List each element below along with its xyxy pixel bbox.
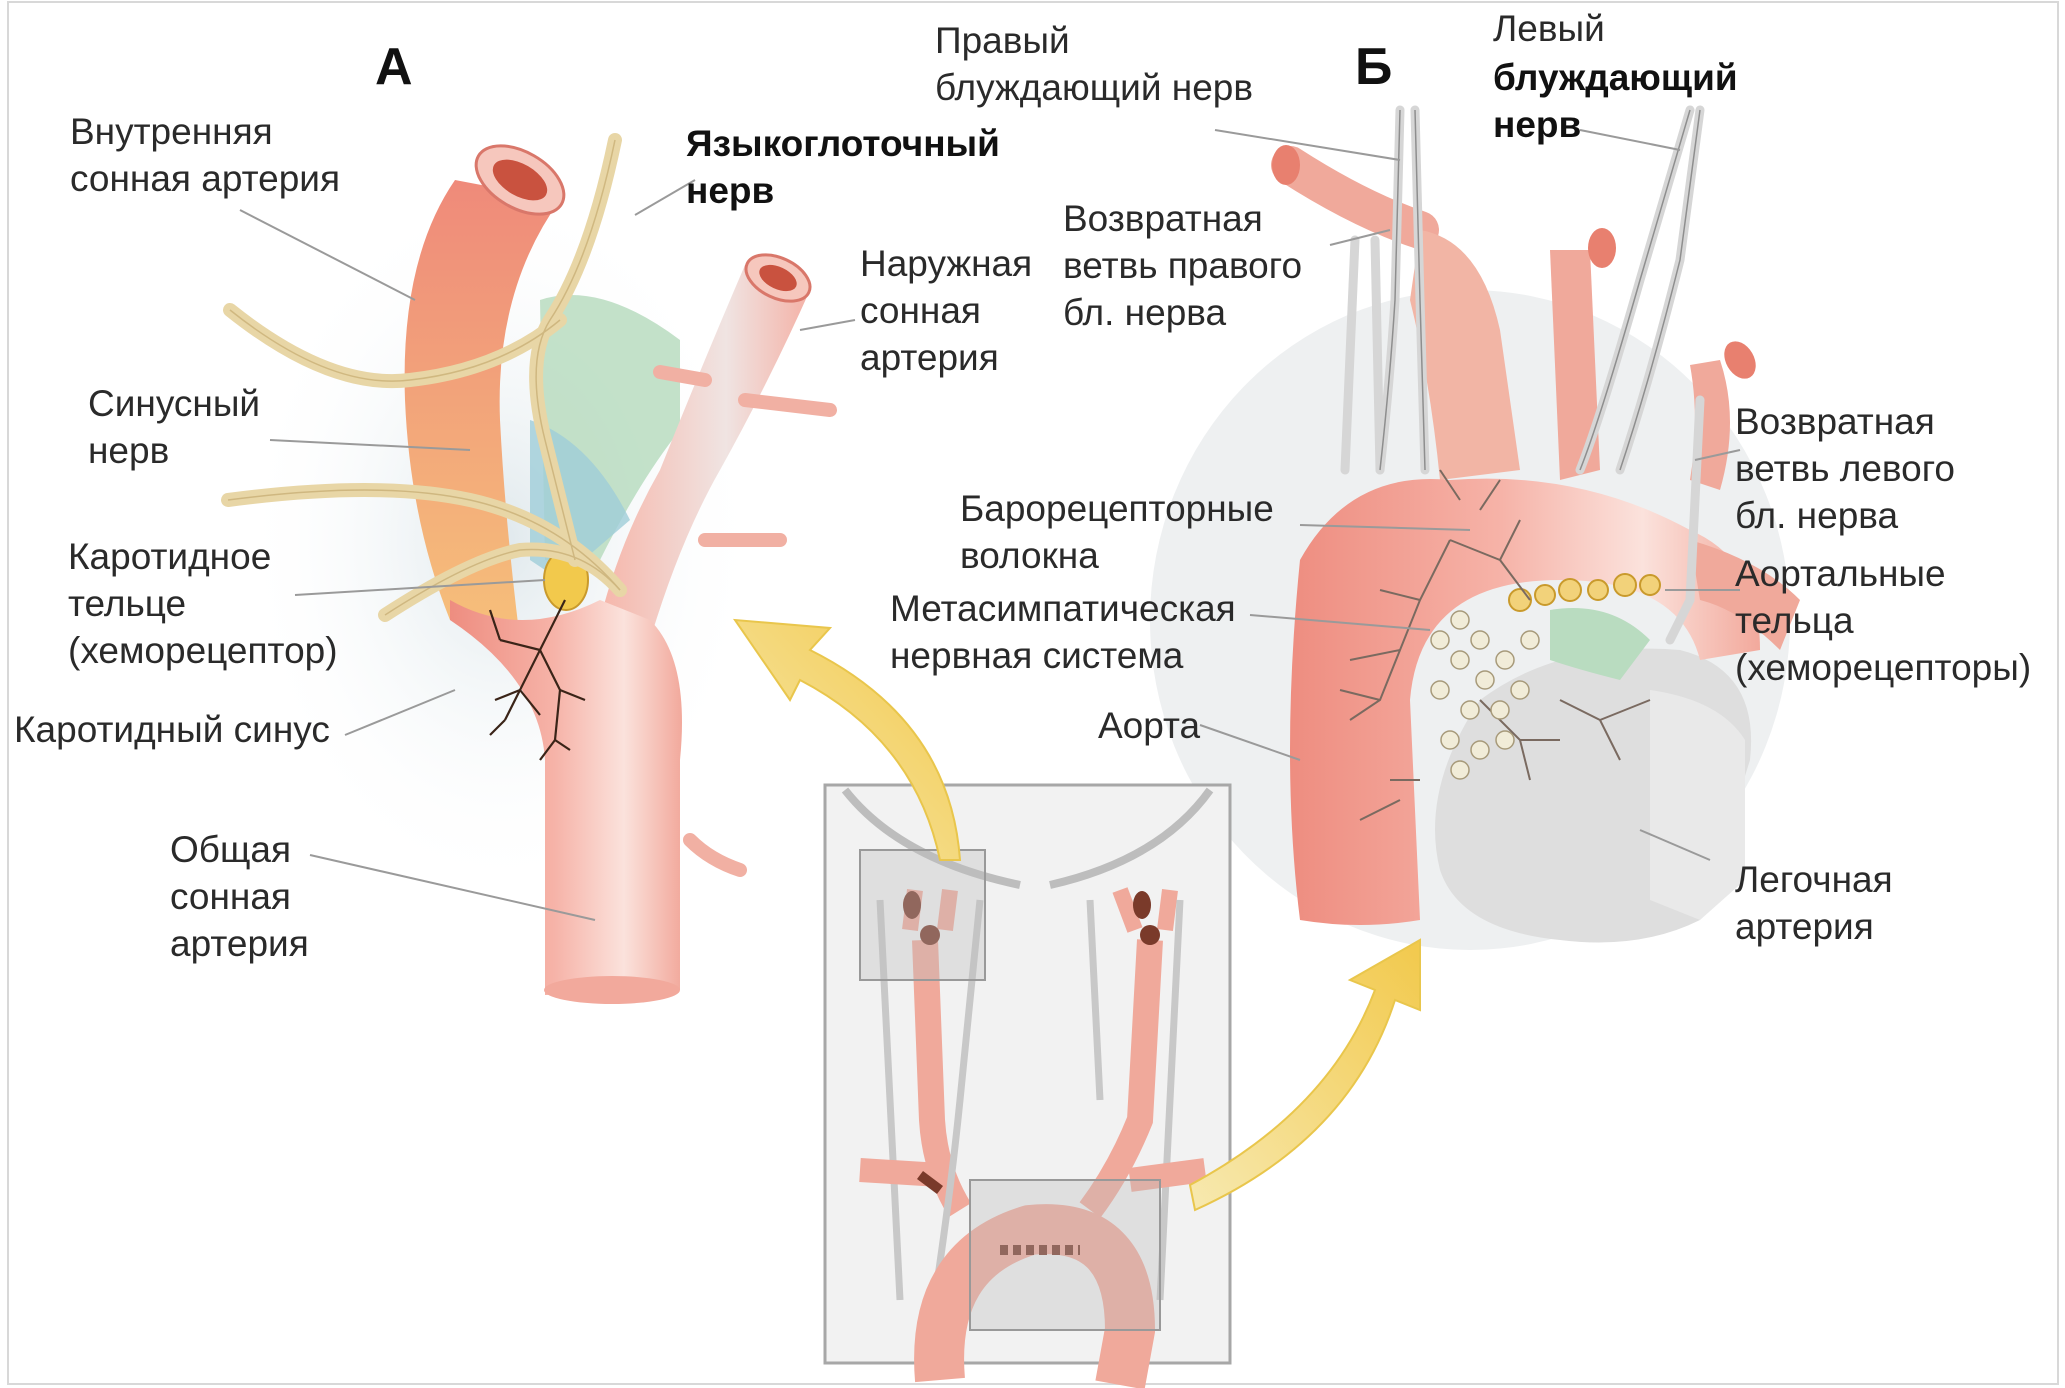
label-right-vagus: Правый блуждающий нерв — [935, 17, 1253, 111]
label-glossopharyngeal: Языкоглоточный нерв — [686, 120, 1000, 214]
label-metasympathetic: Метасимпатическая нервная система — [890, 585, 1236, 679]
label-external-carotid: Наружная сонная артерия — [860, 240, 1032, 381]
label-carotid-body: Каротидное тельце (хеморецептор) — [68, 533, 338, 674]
label-aorta: Аорта — [1098, 702, 1200, 749]
panel-b-letter: Б — [1355, 37, 1392, 97]
overview-inset — [825, 785, 1230, 1385]
panel-a-letter: А — [375, 37, 413, 97]
label-carotid-sinus: Каротидный синус — [14, 706, 330, 753]
label-left-recurrent: Возвратная ветвь левого бл. нерва — [1735, 398, 1955, 539]
label-internal-carotid: Внутренняя сонная артерия — [70, 108, 340, 202]
label-aortic-bodies: Аортальные тельца (хеморецепторы) — [1735, 550, 2031, 691]
label-left-vagus: блуждающий нерв — [1493, 54, 1738, 148]
label-left-vagus-top: Левый — [1493, 5, 1605, 52]
label-common-carotid: Общая сонная артерия — [170, 826, 309, 967]
label-right-recurrent: Возвратная ветвь правого бл. нерва — [1063, 195, 1302, 336]
label-pulmonary-artery: Легочная артерия — [1735, 856, 1893, 950]
label-baroreceptor-fibers: Барорецепторные волокна — [960, 485, 1274, 579]
label-sinus-nerve: Синусный нерв — [88, 380, 260, 474]
